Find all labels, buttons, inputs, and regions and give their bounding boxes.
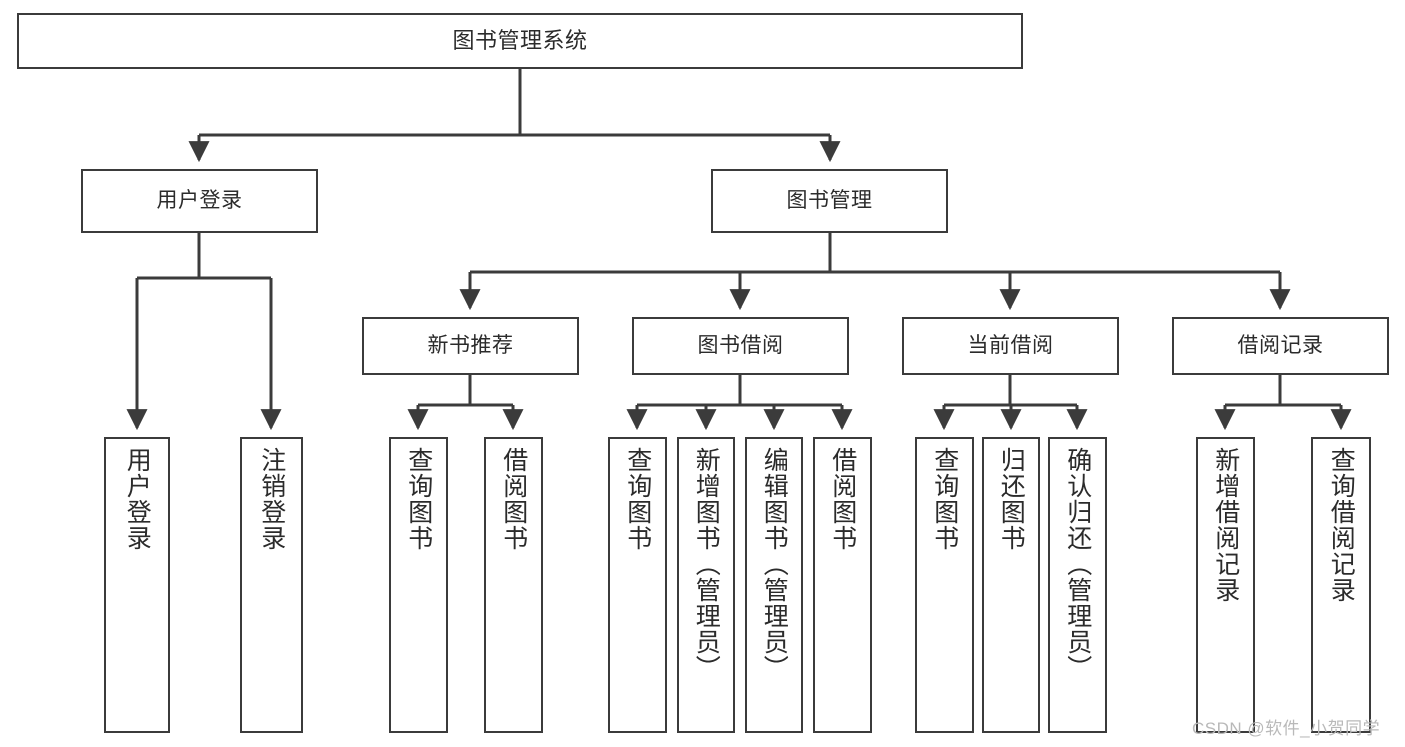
node-leaf-add-book-label: 新增图书（管理员） <box>692 447 721 681</box>
node-book-manage[interactable]: 图书管理 <box>711 169 948 233</box>
node-borrow-record-label: 借阅记录 <box>1237 334 1324 358</box>
node-leaf-query-book-2[interactable]: 查询图书 <box>608 437 667 733</box>
node-leaf-borrow-book-1[interactable]: 借阅图书 <box>484 437 543 733</box>
node-leaf-edit-book[interactable]: 编辑图书（管理员） <box>745 437 803 733</box>
node-leaf-confirm-return-label: 确认归还（管理员） <box>1063 447 1092 681</box>
node-user-login-label: 用户登录 <box>156 189 243 213</box>
node-leaf-logout[interactable]: 注销登录 <box>240 437 303 733</box>
node-leaf-query-book-1-label: 查询图书 <box>404 447 433 551</box>
node-current-borrow[interactable]: 当前借阅 <box>902 317 1119 375</box>
node-leaf-return-book-label: 归还图书 <box>997 447 1026 551</box>
node-leaf-user-login[interactable]: 用户登录 <box>104 437 170 733</box>
node-leaf-query-record-label: 查询借阅记录 <box>1327 447 1356 603</box>
node-leaf-borrow-book-2[interactable]: 借阅图书 <box>813 437 872 733</box>
node-book-manage-label: 图书管理 <box>786 189 873 213</box>
node-leaf-query-book-1[interactable]: 查询图书 <box>389 437 448 733</box>
node-leaf-add-book[interactable]: 新增图书（管理员） <box>677 437 735 733</box>
node-leaf-add-record-label: 新增借阅记录 <box>1211 447 1240 603</box>
node-leaf-query-book-3[interactable]: 查询图书 <box>915 437 974 733</box>
node-root[interactable]: 图书管理系统 <box>17 13 1023 69</box>
node-book-borrow[interactable]: 图书借阅 <box>632 317 849 375</box>
watermark: CSDN @软件_小贺同学 <box>1192 719 1381 738</box>
node-current-borrow-label: 当前借阅 <box>967 334 1054 358</box>
node-new-book-rec[interactable]: 新书推荐 <box>362 317 579 375</box>
node-leaf-borrow-book-1-label: 借阅图书 <box>499 447 528 551</box>
node-root-label: 图书管理系统 <box>452 27 588 53</box>
node-leaf-borrow-book-2-label: 借阅图书 <box>828 447 857 551</box>
node-leaf-confirm-return[interactable]: 确认归还（管理员） <box>1048 437 1107 733</box>
node-user-login[interactable]: 用户登录 <box>81 169 318 233</box>
node-leaf-return-book[interactable]: 归还图书 <box>982 437 1040 733</box>
node-leaf-query-record[interactable]: 查询借阅记录 <box>1311 437 1371 733</box>
node-leaf-edit-book-label: 编辑图书（管理员） <box>760 447 789 681</box>
node-leaf-add-record[interactable]: 新增借阅记录 <box>1196 437 1255 733</box>
node-leaf-query-book-2-label: 查询图书 <box>623 447 652 551</box>
node-book-borrow-label: 图书借阅 <box>697 334 784 358</box>
node-new-book-rec-label: 新书推荐 <box>427 334 514 358</box>
node-leaf-logout-label: 注销登录 <box>257 447 286 551</box>
node-leaf-query-book-3-label: 查询图书 <box>930 447 959 551</box>
node-leaf-user-login-label: 用户登录 <box>123 447 152 551</box>
node-borrow-record[interactable]: 借阅记录 <box>1172 317 1389 375</box>
